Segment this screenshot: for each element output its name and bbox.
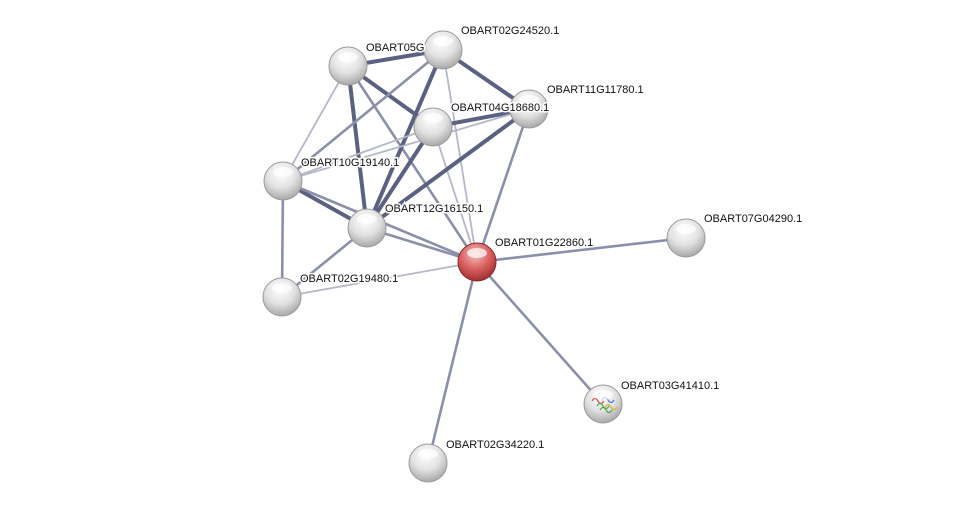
node-label: OBART11G11780.1 (547, 84, 644, 96)
node-label: OBART05G (366, 42, 425, 54)
node-label: OBART02G34220.1 (446, 439, 544, 451)
edge-n04-n10[interactable] (282, 126, 434, 182)
protein-node[interactable] (328, 46, 368, 86)
node-label: OBART07G04290.1 (704, 213, 802, 225)
node-highlight (357, 214, 377, 224)
node-highlight (593, 390, 613, 400)
edge-n01-n07[interactable] (476, 236, 687, 264)
node-highlight (273, 167, 293, 177)
protein-node[interactable] (583, 384, 623, 424)
edge-n11-n10[interactable] (282, 108, 530, 182)
node-label: OBART12G16150.1 (385, 203, 483, 215)
protein-node[interactable] (413, 107, 453, 147)
node-label: OBART10G19140.1 (301, 157, 399, 169)
protein-structure-icon (591, 396, 618, 414)
protein-node[interactable] (408, 443, 448, 483)
protein-node[interactable] (262, 277, 302, 317)
node-label: OBART03G41410.1 (621, 380, 719, 392)
node-highlight (338, 52, 358, 62)
edge-n01-n34220[interactable] (426, 261, 479, 464)
protein-node[interactable] (666, 218, 706, 258)
edge-n24520-n10[interactable] (282, 48, 444, 183)
node-highlight (676, 224, 696, 234)
protein-node[interactable] (423, 30, 463, 70)
node-label: OBART04G18680.1 (451, 102, 549, 114)
edge-n04-n12[interactable] (365, 125, 435, 230)
node-label: OBART02G19480.1 (300, 273, 398, 285)
node-highlight (272, 283, 292, 293)
edge-n11-n01[interactable] (475, 108, 531, 263)
protein-node[interactable] (509, 89, 549, 129)
node-highlight (433, 36, 453, 46)
node-highlight (467, 248, 487, 258)
node-highlight (519, 95, 539, 105)
edge-n24520-n12[interactable] (365, 49, 445, 229)
protein-node[interactable] (263, 161, 303, 201)
edge-n24520-n01[interactable] (442, 49, 478, 263)
query-protein-node[interactable] (457, 242, 497, 282)
edge-n11-n12[interactable] (365, 107, 531, 230)
edge-n19480-n01[interactable] (281, 261, 478, 298)
edge-n05-n01[interactable] (346, 65, 479, 263)
edge-n04-n01[interactable] (432, 126, 478, 263)
edge-n05-n10[interactable] (282, 65, 349, 182)
node-highlight (418, 449, 438, 459)
protein-node[interactable] (347, 208, 387, 248)
edge-n05-n12[interactable] (346, 65, 369, 229)
node-highlight (423, 113, 443, 123)
edge-n01-n03[interactable] (476, 261, 604, 405)
node-label: OBART02G24520.1 (461, 25, 559, 37)
node-label: OBART01G22860.1 (495, 237, 593, 249)
